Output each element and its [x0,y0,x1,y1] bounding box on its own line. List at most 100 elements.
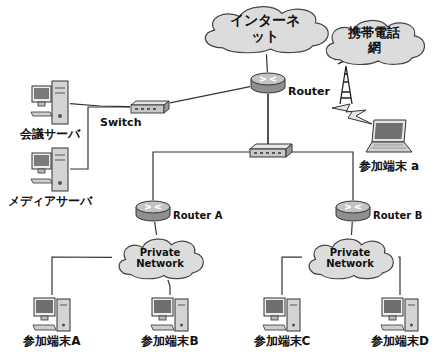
icon-part [263,325,286,330]
icon-part [36,300,53,313]
server-shape [30,145,70,193]
pc-shape [380,295,420,333]
icon-part [205,7,328,53]
icon-part [180,323,183,326]
private-network-cloud: Private Network [112,235,208,280]
node-label: 会議サーバ [20,128,80,142]
icon-part [164,101,169,113]
node-label: 参加端末D [371,335,429,349]
icon-part [55,93,65,94]
switch-shape [130,100,170,114]
node-label: インターネット [230,12,300,44]
icon-part [38,102,45,106]
icon-part [141,108,144,110]
switch-front [250,149,286,157]
laptop-icon: 参加端末 a [364,118,414,158]
icon-part [159,316,166,320]
icon-part [34,88,49,99]
node-label: 参加端末A [23,335,80,349]
terminal-icon: 参加端末D [380,295,420,333]
terminal-icon: 参加端末A [32,295,72,333]
icon-part [152,298,173,316]
icon-part [287,299,300,331]
server-shape [30,78,70,126]
icon-part [175,299,188,331]
router-icon: Router B [335,200,371,222]
icon-part [381,325,404,330]
switch-symbol [250,144,292,157]
icon-part [178,305,185,306]
switch-side [286,144,292,157]
icon-part [33,325,56,330]
icon-part [119,239,203,279]
pc-shape [262,295,302,333]
icon-part [41,316,48,320]
router-shape [250,72,286,94]
icon-part [55,155,65,156]
icon-part [278,152,281,154]
icon-part [32,153,51,169]
router-shape [135,200,171,222]
icon-part [34,155,49,166]
icon-part [272,152,275,154]
network-link [282,257,302,295]
node-label: Private Network [129,246,191,269]
icon-part [31,179,52,183]
icon-part [58,181,62,185]
server-icon: メディアサーバ [30,145,70,193]
icon-part [326,21,424,65]
network-link [351,222,353,235]
icon-part [131,101,169,105]
icon-part [55,88,65,89]
server-icon: 会議サーバ [30,78,70,126]
mobile-network-cloud: 携帯電話網 [318,16,430,66]
network-link [266,54,268,72]
switch-top [250,144,292,149]
wireless-bolt [332,104,372,124]
icon-part [266,300,283,313]
icon-part [145,205,161,209]
icon-part [375,123,404,139]
network-link [52,257,112,295]
node-label: Router [288,86,330,99]
pc-shape [150,295,190,333]
network-link [153,94,268,200]
icon-part [38,169,45,173]
terminal-icon: 参加端末B [150,295,190,333]
icon-part [151,325,174,330]
router-icon: Router [250,72,286,94]
pc-shape [32,295,72,333]
icon-part [52,81,68,124]
icon-part [271,316,278,320]
private-network-cloud: Private Network [302,235,398,280]
icon-part [366,142,412,152]
icon-part [336,201,370,213]
node-label: Router A [173,210,222,222]
icon-part [60,305,67,306]
icon-part [57,299,70,331]
icon-part [62,323,65,326]
icon-part [264,298,285,316]
icon-part [410,323,413,326]
router-icon: Router A [135,200,171,222]
laptop-shape [364,118,414,158]
icon-part [136,201,170,213]
icon-part [52,148,68,191]
node-label: 携帯電話網 [346,26,402,56]
internet-cloud: インターネット [195,2,335,54]
icon-part [309,239,393,279]
icon-part [290,305,297,306]
network-link [170,87,250,103]
router-shape [335,200,371,222]
icon-part [154,300,171,313]
switch-ports [254,152,281,154]
icon-part [405,299,418,331]
node-label: Private Network [319,246,381,269]
icon-part [372,120,406,142]
icon-part [408,305,415,306]
icon-part [260,77,276,81]
icon-part [58,114,62,118]
icon-part [292,323,295,326]
node-label: 参加端末 a [359,160,419,174]
